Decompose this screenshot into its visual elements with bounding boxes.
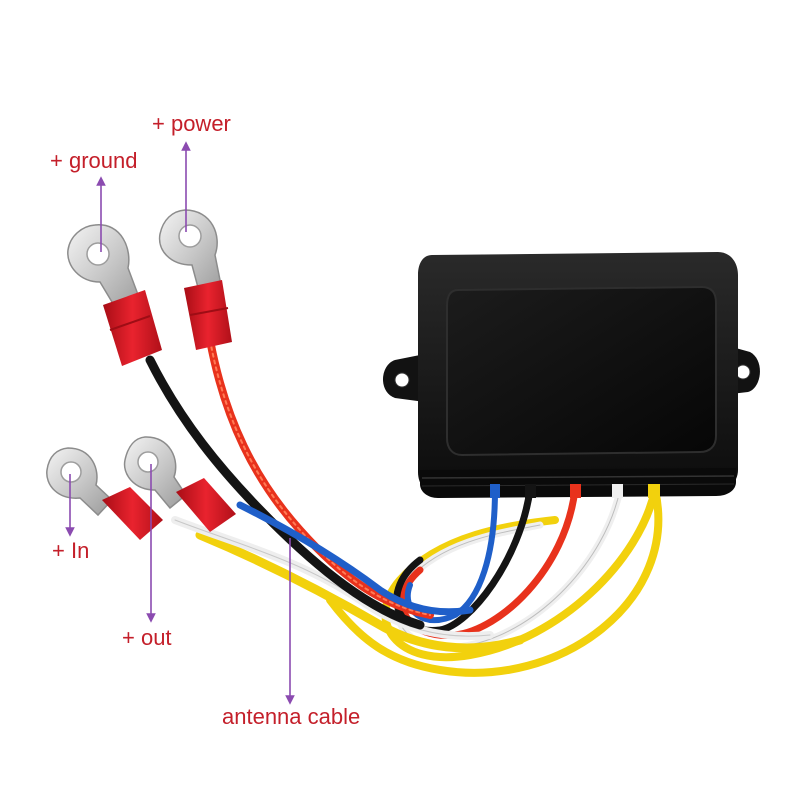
power-label: + power	[152, 111, 231, 136]
in-terminal	[46, 447, 163, 540]
terminal-wires	[145, 336, 525, 653]
in-label: + In	[52, 538, 90, 563]
control-box	[382, 252, 760, 498]
yellow-wire-loop	[381, 486, 659, 662]
red-wire-texture	[209, 339, 431, 616]
out-label: + out	[122, 625, 172, 650]
blue-wire	[236, 501, 474, 616]
out-terminal	[123, 436, 236, 532]
box-lid-panel	[446, 285, 717, 457]
antenna-cable-label: antenna cable	[222, 704, 361, 729]
yellow-wire	[195, 530, 525, 653]
ground-label: + ground	[50, 148, 138, 173]
annotation-arrows	[65, 141, 295, 705]
power-terminal	[158, 209, 232, 350]
white-wire-loop	[393, 486, 624, 651]
yellow-wire-outer	[326, 486, 663, 677]
ground-terminal	[67, 224, 162, 366]
